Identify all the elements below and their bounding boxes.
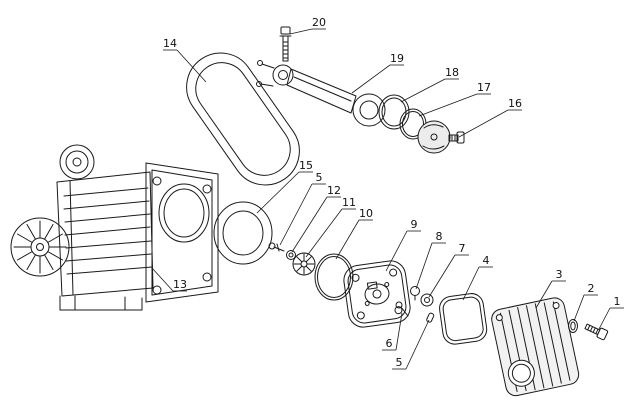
callout-label-5: 5 [396, 356, 403, 369]
callout-12: 12 [291, 184, 341, 253]
callout-label-12: 12 [327, 184, 341, 197]
callout-label-17: 17 [477, 81, 491, 94]
callout-leader-5 [405, 319, 430, 370]
piston-16 [417, 120, 465, 154]
washer-12 [286, 250, 296, 260]
callout-2: 2 [573, 282, 598, 322]
callout-6: 6 [382, 312, 403, 351]
bolt-1 [584, 323, 609, 341]
callout-1: 1 [598, 295, 624, 330]
motor-assembly [10, 144, 219, 311]
pulley [59, 144, 95, 180]
callout-leader-9 [385, 230, 408, 272]
impeller-11 [292, 252, 316, 276]
washer-2 [568, 319, 578, 333]
pin-5-lower [426, 312, 435, 323]
valve-plate-9 [343, 260, 411, 328]
callout-label-4: 4 [483, 254, 490, 267]
callout-label-18: 18 [445, 66, 459, 79]
callout-15: 15 [256, 159, 313, 214]
callout-leader-11 [305, 208, 343, 258]
callout-label-5: 5 [316, 171, 323, 184]
o-ring-10 [314, 253, 354, 301]
callout-leader-6 [395, 312, 403, 351]
callout-leader-10 [335, 219, 360, 260]
callout-17: 17 [418, 81, 491, 117]
callout-3: 3 [535, 268, 566, 309]
callout-label-16: 16 [508, 97, 522, 110]
callout-leader-20 [289, 28, 313, 35]
callout-leader-18 [400, 78, 446, 103]
callout-4: 4 [462, 254, 493, 301]
callout-leader-12 [291, 196, 328, 253]
valve-8 [410, 286, 420, 301]
valve-7 [420, 293, 434, 307]
callout-label-13: 13 [173, 278, 187, 291]
sleeve-ring-15 [213, 201, 273, 265]
callout-10: 10 [335, 207, 373, 260]
callout-16: 16 [458, 97, 522, 138]
callout-leader-2 [573, 294, 585, 322]
mounting-plate [145, 162, 219, 303]
callout-leader-8 [415, 242, 433, 290]
callout-13: 13 [151, 267, 187, 292]
callout-label-6: 6 [386, 337, 393, 350]
callout-label-11: 11 [342, 196, 356, 209]
callout-label-10: 10 [359, 207, 373, 220]
gasket-4 [439, 293, 488, 345]
callout-leader-3 [535, 280, 553, 309]
motor-body [56, 171, 154, 297]
callout-leader-7 [428, 254, 456, 298]
v-belt [186, 52, 300, 186]
callout-leader-4 [462, 266, 480, 301]
callout-label-9: 9 [411, 218, 418, 231]
callout-5: 5 [392, 319, 430, 370]
callout-label-8: 8 [436, 230, 443, 243]
callout-11: 11 [305, 196, 356, 258]
callout-leader-5 [279, 183, 313, 246]
bolt-20 [279, 26, 292, 62]
connecting-rod [256, 60, 386, 127]
callout-5: 5 [279, 171, 326, 246]
callout-leader-15 [256, 171, 300, 214]
callout-label-7: 7 [459, 242, 466, 255]
callout-leader-17 [418, 93, 478, 117]
base-feet [59, 295, 143, 311]
callout-label-3: 3 [556, 268, 563, 281]
callout-18: 18 [400, 66, 459, 103]
callout-20: 20 [289, 16, 326, 35]
callout-label-2: 2 [588, 282, 595, 295]
callout-leader-16 [458, 109, 509, 138]
callout-leader-19 [351, 64, 391, 94]
callout-label-14: 14 [163, 37, 177, 50]
callout-7: 7 [428, 242, 469, 298]
callout-19: 19 [351, 52, 404, 94]
callout-label-19: 19 [390, 52, 404, 65]
fan [10, 217, 70, 277]
screw-5-upper [268, 242, 285, 252]
cylinder-head-3 [491, 297, 580, 397]
callout-leader-13 [151, 267, 174, 292]
callout-label-20: 20 [312, 16, 326, 29]
callout-8: 8 [415, 230, 446, 290]
callout-leader-1 [598, 307, 611, 330]
callout-14: 14 [163, 37, 207, 83]
callout-9: 9 [385, 218, 421, 272]
callout-label-15: 15 [299, 159, 313, 172]
screw-6 [395, 301, 409, 317]
callout-label-1: 1 [614, 295, 621, 308]
callout-leader-14 [176, 49, 207, 83]
